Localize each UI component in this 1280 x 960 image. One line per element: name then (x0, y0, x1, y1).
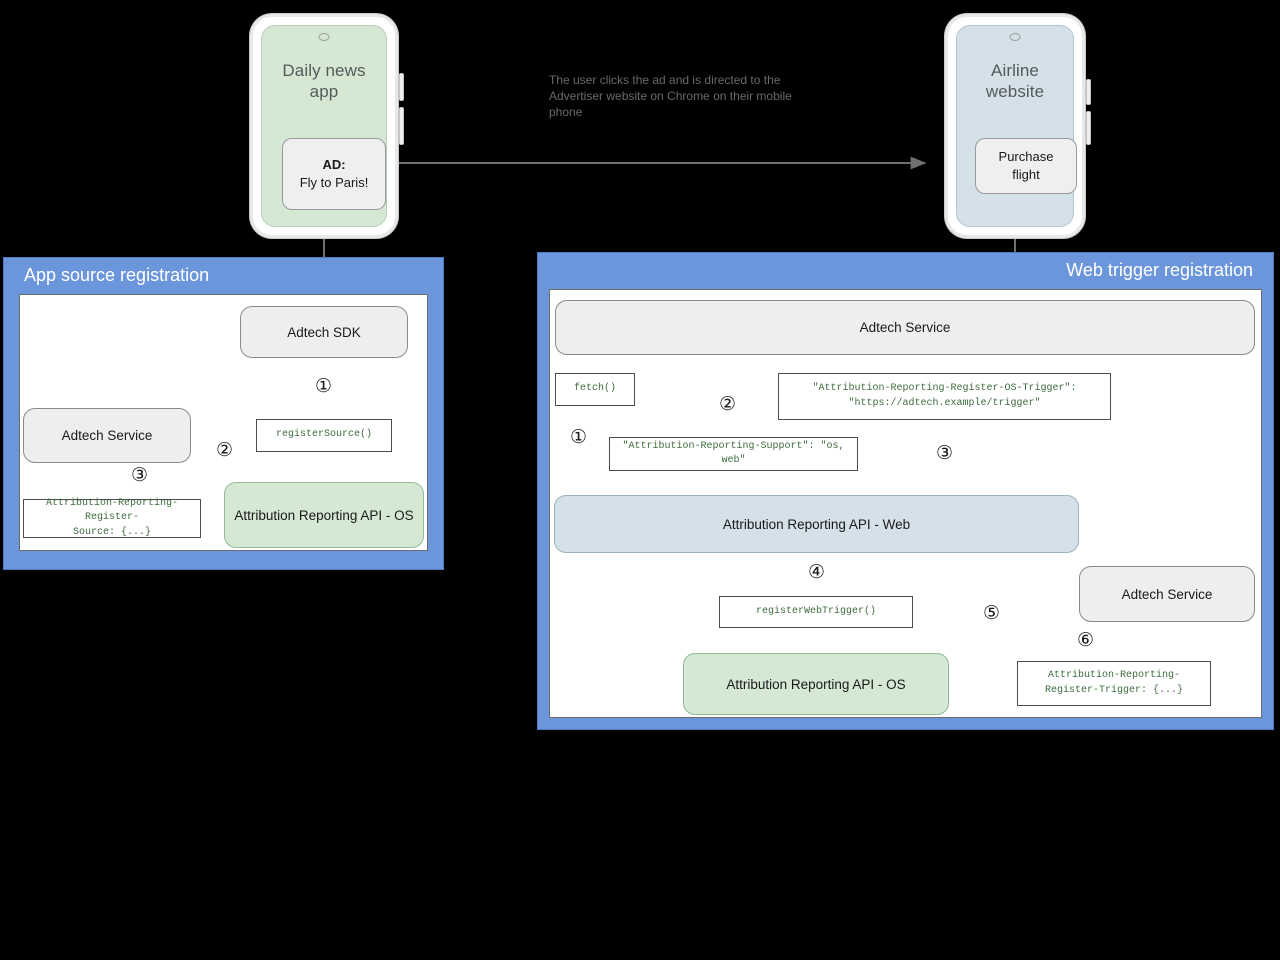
phone-side-button-upper (399, 73, 404, 101)
node-attribution-api-web[interactable]: Attribution Reporting API - Web (554, 495, 1079, 553)
node-adtech-service-top-right[interactable]: Adtech Service (555, 300, 1255, 355)
code-register-trigger-header: Attribution-Reporting- Register-Trigger:… (1017, 661, 1211, 706)
phone-screen-title: Daily news app (282, 61, 366, 102)
purchase-flight-line2: flight (1012, 167, 1040, 182)
code-register-source-header-text: Attribution-Reporting-Register- Source: … (45, 497, 179, 538)
phone-side-button-lower (399, 107, 404, 145)
node-adtech-service-left[interactable]: Adtech Service (23, 408, 191, 463)
purchase-flight-card[interactable]: Purchase flight (975, 138, 1077, 194)
node-attribution-api-os-left-label: Attribution Reporting API - OS (234, 507, 414, 523)
flow-annotation-text: The user clicks the ad and is directed t… (549, 73, 792, 120)
step-marker-right-6: ⑥ (1077, 629, 1095, 651)
node-attribution-api-os-right-label: Attribution Reporting API - OS (726, 676, 906, 692)
node-adtech-service-bottom-right[interactable]: Adtech Service (1079, 566, 1255, 622)
ad-card-text: Fly to Paris! (299, 175, 369, 190)
phone-screen-title-right: Airline website (985, 61, 1045, 102)
phone-daily-news-app: Daily news app AD: Fly to Paris! (250, 14, 404, 238)
step-marker-right-2: ② (719, 393, 737, 415)
code-register-source-text: registerSource() (275, 429, 372, 441)
step-marker-right-3: ③ (936, 442, 954, 464)
code-register-web-trigger: registerWebTrigger() (719, 596, 913, 628)
phone-airline-website: Airline website Purchase flight (945, 14, 1091, 238)
code-attribution-reporting-support: "Attribution-Reporting-Support": "os, we… (609, 437, 858, 471)
code-register-web-trigger-text: registerWebTrigger() (755, 605, 877, 617)
node-attribution-api-os-right[interactable]: Attribution Reporting API - OS (683, 653, 949, 715)
camera-notch-icon-right (1009, 33, 1021, 41)
purchase-flight-line1: Purchase (998, 149, 1054, 165)
node-adtech-service-bottom-right-label: Adtech Service (1121, 586, 1213, 602)
phone-screen-daily-news: Daily news app AD: Fly to Paris! (261, 25, 387, 227)
node-attribution-api-web-label: Attribution Reporting API - Web (722, 516, 911, 532)
node-adtech-sdk-label: Adtech SDK (287, 324, 361, 340)
phone-side-button-upper-right (1086, 79, 1091, 105)
code-register-source: registerSource() (256, 419, 392, 452)
phone-side-button-lower-right (1086, 111, 1091, 145)
step-marker-right-5: ⑤ (983, 602, 1001, 624)
step-marker-left-3: ③ (131, 464, 149, 486)
ad-card-label: AD: (322, 157, 346, 173)
step-marker-right-4: ④ (808, 561, 826, 583)
code-register-source-header: Attribution-Reporting-Register- Source: … (23, 497, 201, 538)
step-marker-left-2: ② (216, 439, 234, 461)
node-adtech-service-left-label: Adtech Service (61, 428, 153, 443)
node-adtech-service-top-right-label: Adtech Service (859, 320, 951, 335)
panel-title-web-trigger: Web trigger registration (1066, 260, 1253, 280)
ad-card-fly-to-paris[interactable]: AD: Fly to Paris! (282, 138, 386, 210)
step-marker-right-1: ① (570, 426, 588, 448)
code-fetch-text: fetch() (573, 383, 616, 395)
phone-screen-airline: Airline website Purchase flight (956, 25, 1077, 227)
code-register-os-trigger-text: "Attribution-Reporting-Register-OS-Trigg… (812, 383, 1077, 409)
code-register-trigger-header-text: Attribution-Reporting- Register-Trigger:… (1044, 670, 1184, 696)
code-fetch: fetch() (555, 373, 635, 406)
panel-title-app-source: App source registration (24, 265, 210, 285)
camera-notch-icon (318, 33, 330, 41)
step-marker-left-1: ① (315, 375, 333, 397)
node-adtech-sdk[interactable]: Adtech SDK (240, 306, 408, 358)
code-attribution-reporting-support-text: "Attribution-Reporting-Support": "os, we… (622, 440, 845, 467)
node-attribution-api-os-left[interactable]: Attribution Reporting API - OS (224, 482, 424, 548)
code-register-os-trigger: "Attribution-Reporting-Register-OS-Trigg… (778, 373, 1111, 420)
